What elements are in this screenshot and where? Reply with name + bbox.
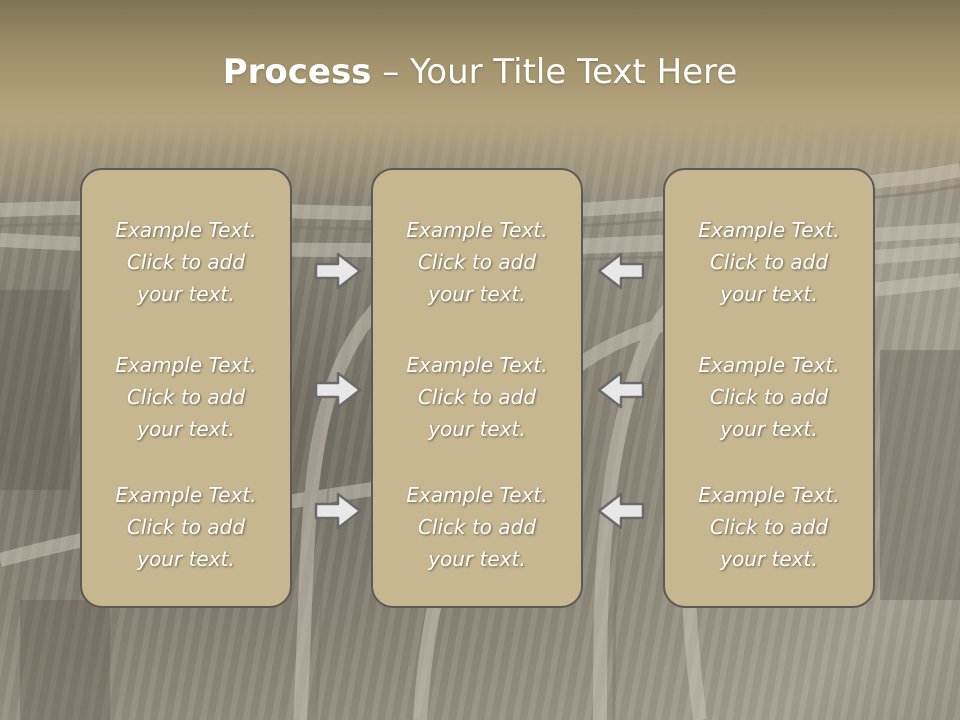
process-box-left[interactable]: Example Text. Click to add your text. Ex… [80,168,292,608]
text-line: Click to add [126,385,246,409]
process-box-right[interactable]: Example Text. Click to add your text. Ex… [663,168,875,608]
box-text-block[interactable]: Example Text. Click to add your text. [665,214,873,310]
title-rest: – Your Title Text Here [371,52,738,92]
title-bold: Process [222,52,372,92]
text-line: your text. [428,547,526,571]
text-line: your text. [720,417,818,441]
arrow-left-icon [597,492,645,530]
arrow-left-icon [597,252,645,290]
box-text-block[interactable]: Example Text. Click to add your text. [373,479,581,575]
box-text-block[interactable]: Example Text. Click to add your text. [82,479,290,575]
box-text-block[interactable]: Example Text. Click to add your text. [82,214,290,310]
text-line: Click to add [417,250,537,274]
text-line: Example Text. [698,218,840,242]
box-text-block[interactable]: Example Text. Click to add your text. [373,349,581,445]
text-line: your text. [428,417,526,441]
text-line: Example Text. [698,353,840,377]
arrow-right-icon [314,371,362,409]
box-text-block[interactable]: Example Text. Click to add your text. [82,349,290,445]
box-text-block[interactable]: Example Text. Click to add your text. [665,349,873,445]
text-line: Click to add [417,385,537,409]
arrow-left-icon [597,371,645,409]
text-line: Example Text. [115,483,257,507]
text-line: Example Text. [406,483,548,507]
text-line: Click to add [126,515,246,539]
text-line: Click to add [709,385,829,409]
text-line: your text. [137,417,235,441]
text-line: Example Text. [406,218,548,242]
text-line: your text. [137,282,235,306]
text-line: your text. [720,547,818,571]
text-line: Click to add [709,250,829,274]
text-line: your text. [137,547,235,571]
box-text-block[interactable]: Example Text. Click to add your text. [373,214,581,310]
arrow-right-icon [314,492,362,530]
text-line: your text. [720,282,818,306]
text-line: Example Text. [698,483,840,507]
text-line: Click to add [126,250,246,274]
text-line: Example Text. [406,353,548,377]
box-text-block[interactable]: Example Text. Click to add your text. [665,479,873,575]
arrow-right-icon [314,252,362,290]
text-line: Example Text. [115,353,257,377]
text-line: Click to add [709,515,829,539]
text-line: Click to add [417,515,537,539]
text-line: Example Text. [115,218,257,242]
process-box-center[interactable]: Example Text. Click to add your text. Ex… [371,168,583,608]
text-line: your text. [428,282,526,306]
slide-title[interactable]: Process – Your Title Text Here [0,52,960,92]
